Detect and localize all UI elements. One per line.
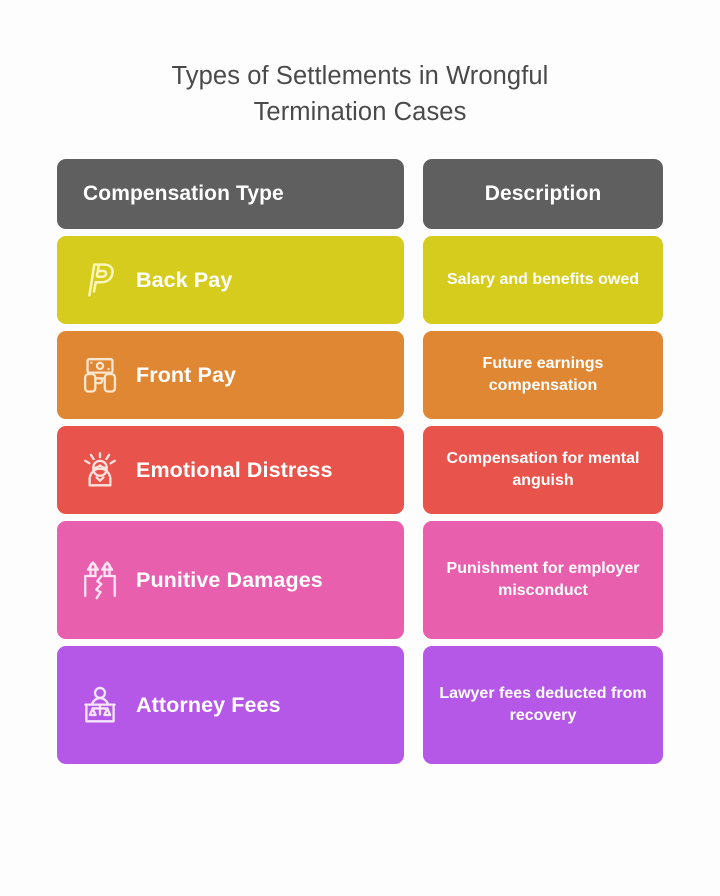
description-cell-punitive-damages: Punishment for employer misconduct bbox=[423, 521, 663, 639]
table-row: Front Pay Future earnings compensation bbox=[57, 331, 663, 419]
header-label-description: Description bbox=[484, 182, 602, 205]
table-row: Emotional Distress Compensation for ment… bbox=[57, 426, 663, 514]
type-label: Back Pay bbox=[136, 267, 233, 292]
description-cell-front-pay: Future earnings compensation bbox=[423, 331, 663, 419]
type-label: Emotional Distress bbox=[136, 457, 333, 482]
torn-contract-icon bbox=[77, 557, 123, 603]
description-cell-attorney-fees: Lawyer fees deducted from recovery bbox=[423, 646, 663, 764]
description-cell-emotional-distress: Compensation for mental anguish bbox=[423, 426, 663, 514]
description-text: Lawyer fees deducted from recovery bbox=[439, 685, 647, 724]
settlements-table: Compensation Type Description Back Pay bbox=[57, 130, 663, 764]
type-label: Front Pay bbox=[136, 362, 237, 387]
description-text: Punishment for employer misconduct bbox=[446, 560, 640, 599]
type-cell-punitive-damages: Punitive Damages bbox=[57, 521, 404, 639]
type-cell-back-pay: Back Pay bbox=[57, 236, 404, 324]
description-cell-back-pay: Salary and benefits owed bbox=[423, 236, 663, 324]
description-text: Future earnings compensation bbox=[482, 355, 604, 394]
description-text: Salary and benefits owed bbox=[446, 271, 640, 288]
table-row: Attorney Fees Lawyer fees deducted from … bbox=[57, 646, 663, 764]
description-text: Compensation for mental anguish bbox=[446, 450, 640, 489]
header-cell-description: Description bbox=[423, 159, 663, 229]
header-label-compensation-type: Compensation Type bbox=[83, 182, 284, 205]
type-cell-emotional-distress: Emotional Distress bbox=[57, 426, 404, 514]
type-cell-attorney-fees: Attorney Fees bbox=[57, 646, 404, 764]
table-header-row: Compensation Type Description bbox=[57, 159, 663, 229]
stressed-person-icon bbox=[77, 447, 123, 493]
type-label: Punitive Damages bbox=[136, 567, 323, 592]
page-title: Types of Settlements in Wrongful Termina… bbox=[171, 62, 549, 126]
money-exchange-hands-icon bbox=[77, 352, 123, 398]
type-label: Attorney Fees bbox=[136, 692, 281, 717]
table-row: Punitive Damages Punishment for employer… bbox=[57, 521, 663, 639]
type-cell-front-pay: Front Pay bbox=[57, 331, 404, 419]
table-row: Back Pay Salary and benefits owed bbox=[57, 236, 663, 324]
judge-scales-icon bbox=[77, 682, 123, 728]
title-block: Types of Settlements in Wrongful Termina… bbox=[0, 0, 720, 130]
paypal-p-icon bbox=[77, 257, 123, 303]
header-cell-compensation-type: Compensation Type bbox=[57, 159, 404, 229]
